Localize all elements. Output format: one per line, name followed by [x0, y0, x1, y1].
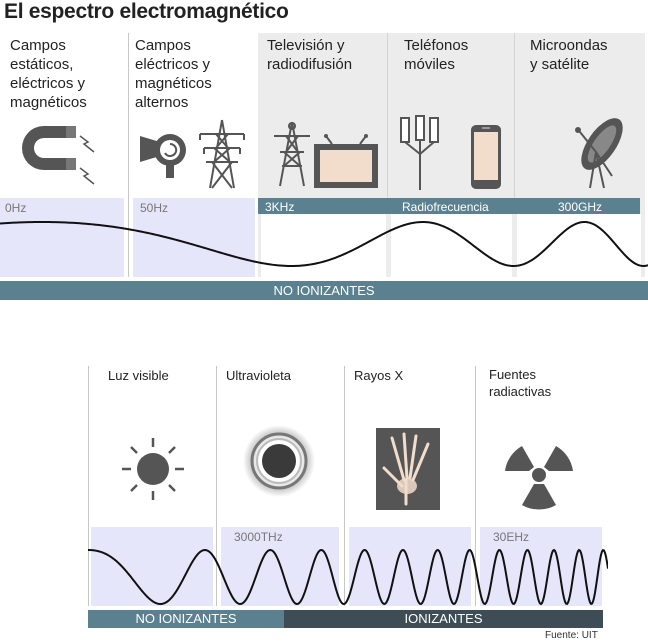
section-label-tv-radio: Televisión y radiodifusión	[267, 37, 353, 73]
freq-label-30ehz: 30EHz	[493, 530, 530, 544]
freq-label-radiofrequency: Radiofrecuencia	[402, 200, 489, 214]
freq-label-3000thz: 3000THz	[234, 530, 283, 544]
uv-rings-icon	[243, 425, 315, 497]
section-label-visible-light: Luz visible	[108, 368, 169, 383]
page-title: El espectro electromagnético	[4, 0, 289, 23]
visible-light-band	[91, 527, 213, 606]
alternating-fields-band	[133, 198, 255, 277]
non-ionizing-bar-bottom: NO IONIZANTES	[88, 610, 284, 628]
divider	[344, 366, 345, 606]
freq-label-300ghz: 300GHz	[558, 200, 603, 214]
high-frequency-wave	[88, 548, 608, 606]
low-frequency-wave	[0, 220, 648, 268]
satellite-dish-icon	[575, 118, 623, 189]
non-ionizing-bar: NO IONIZANTES	[0, 281, 648, 300]
divider	[88, 366, 89, 606]
cell-antenna-icon	[400, 115, 439, 190]
section-label-microwave-satellite: Microondas y satélite	[530, 37, 608, 73]
radioactive-band	[480, 527, 602, 606]
tv-tower-icon	[274, 121, 310, 187]
divider	[216, 366, 217, 606]
divider	[387, 33, 388, 198]
radiation-icon	[505, 446, 573, 510]
section-label-radioactive-sources: Fuentes radiactivas	[489, 367, 552, 399]
divider	[514, 33, 515, 198]
mobile-wave-box	[391, 214, 512, 277]
section-label-static-fields: Campos estáticos, eléctricos y magnético…	[10, 37, 87, 111]
microwave-wave-box	[517, 214, 641, 277]
frequency-strip	[258, 198, 640, 214]
source-note: Fuente: UIT	[545, 630, 598, 641]
section-label-mobile-phones: Teléfonos móviles	[404, 37, 469, 73]
divider	[475, 366, 476, 606]
freq-label-50hz: 50Hz	[140, 201, 169, 215]
magnet-icon	[22, 126, 95, 185]
section-label-ultraviolet: Ultravioleta	[226, 368, 292, 383]
hair-dryer-icon	[140, 134, 186, 178]
section-label-alternating-fields: Campos eléctricos y magnéticos alternos	[135, 37, 212, 111]
section-label-xrays: Rayos X	[354, 368, 404, 383]
static-fields-band	[0, 198, 124, 277]
power-tower-icon	[199, 119, 245, 189]
ionizing-bar: IONIZANTES	[284, 610, 603, 628]
freq-label-3khz: 3KHz	[265, 200, 295, 214]
tv-icon	[314, 134, 378, 188]
sun-icon	[122, 438, 184, 500]
freq-label-0hz: 0Hz	[5, 201, 27, 215]
xray-hand-icon	[376, 428, 440, 510]
divider	[128, 33, 129, 277]
mobile-phone-icon	[471, 125, 501, 189]
